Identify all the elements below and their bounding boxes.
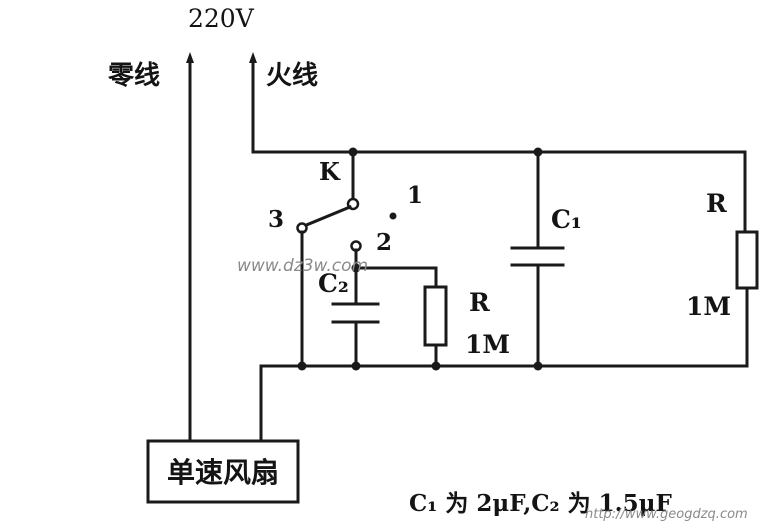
junction-c2-r <box>351 263 361 273</box>
watermark-center: www.dz3w.com <box>237 256 368 276</box>
r-right-value: 1M <box>686 292 731 321</box>
junction-bottom-r <box>431 361 441 371</box>
c1-label: C₁ <box>551 205 582 234</box>
junction-bottom-3 <box>297 361 307 371</box>
switch-arm <box>302 205 352 228</box>
neutral-arrow <box>186 52 194 63</box>
neutral-label: 零线 <box>108 61 160 91</box>
contact-1 <box>389 212 397 220</box>
r-left-value: 1M <box>465 330 510 359</box>
bottom-rail <box>259 364 749 444</box>
contact-3-label: 3 <box>268 206 284 233</box>
fan-label: 单速风扇 <box>167 456 279 489</box>
fan-box <box>146 439 300 504</box>
contact-1-label: 1 <box>407 182 423 209</box>
r-left-label: R <box>469 288 490 317</box>
junction-bottom-c2 <box>351 361 361 371</box>
contact2-wire <box>354 248 438 289</box>
resistor-right <box>735 230 759 290</box>
switch-label: K <box>319 157 341 186</box>
live-label: 火线 <box>266 61 318 91</box>
junction-top-switch <box>348 147 358 157</box>
voltage-label: 220V <box>188 4 255 33</box>
c2-label: C₂ <box>318 269 349 298</box>
live-wire <box>251 60 747 234</box>
contact-2-label: 2 <box>376 229 392 256</box>
junction-bottom-c1 <box>533 361 543 371</box>
watermark-corner: http://www.geogdzq.com <box>585 507 748 522</box>
resistor-left <box>423 285 448 347</box>
junction-top-c1 <box>533 147 543 157</box>
live-arrow <box>249 52 257 63</box>
component-note: C₁ 为 2μF,C₂ 为 1.5μF <box>409 490 672 517</box>
r-right-label: R <box>706 189 727 218</box>
